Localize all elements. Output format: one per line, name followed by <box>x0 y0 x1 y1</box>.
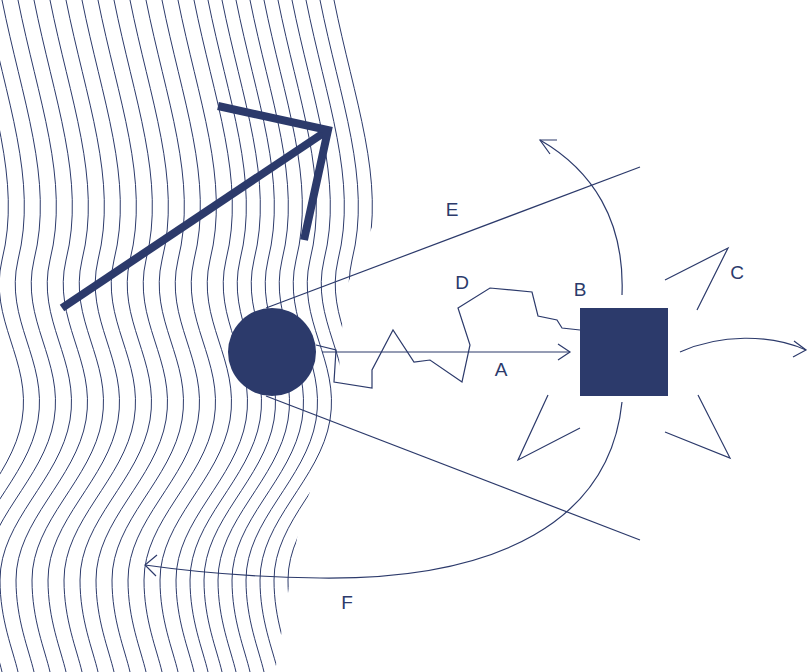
target-square <box>580 308 668 396</box>
part-letter: E <box>446 200 459 219</box>
part-letter: C <box>730 263 744 282</box>
big-arrow <box>62 106 328 308</box>
radiating-heads <box>518 248 730 460</box>
particle-circle <box>228 308 316 396</box>
part-letter: B <box>574 280 587 299</box>
random-walk <box>316 288 580 388</box>
curved-arrows <box>145 140 806 578</box>
part-letter: F <box>341 593 353 612</box>
straight-arrow <box>322 344 570 360</box>
part-letter: A <box>495 360 508 379</box>
part-letter: D <box>455 273 469 292</box>
